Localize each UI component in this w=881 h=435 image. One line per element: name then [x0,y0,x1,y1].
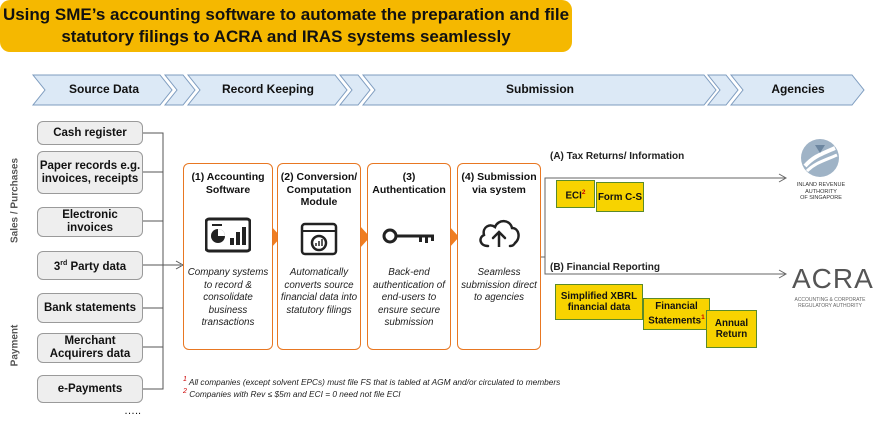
financial-reporting-heading: (B) Financial Reporting [550,262,660,273]
source-third-party: 3rd Party data [37,251,143,280]
financial-statements-box: Financial Statements1 [643,298,710,330]
stage-conversion-module: (2) Conversion/ Computation Module Autom… [277,163,361,350]
chevron-small-2 [338,74,371,106]
chevron-label-submission: Submission [505,82,574,96]
cloud-upload-icon [479,219,520,248]
computation-window-icon [300,222,338,256]
sources-ellipsis: ….. [124,405,142,417]
source-bank-statements: Bank statements [37,293,143,323]
iras-logo-text: INLAND REVENUE AUTHORITY OF SINGAPORE [796,182,846,201]
chevron-small-1 [163,74,196,106]
stage-submission: (4) Submission via system Seamless submi… [457,163,541,350]
chevron-record [186,74,348,106]
annual-return-box: Annual Return [706,310,757,348]
source-paper-records: Paper records e.g. invoices, receipts [37,151,143,194]
chevron-label-source: Source Data [68,82,140,96]
tax-returns-heading: (A) Tax Returns/ Information [550,151,685,162]
side-label-payment: Payment [9,324,21,367]
iras-logo-icon [801,139,839,177]
key-icon [382,228,434,244]
chevron-label-record: Record Keeping [221,82,314,96]
form-cs-box: Form C-S [596,182,644,212]
acra-logo-text: ACCOUNTING & CORPORATE REGULATORY AUTHOR… [794,297,866,309]
xbrl-box: Simplified XBRL financial data [555,284,643,320]
diagram-title: Using SME’s accounting software to autom… [0,0,572,52]
stage-accounting-software: (1) Accounting Software Company systems … [183,163,273,350]
chevron-small-3 [706,74,739,106]
chevron-label-agencies: Agencies [771,82,825,96]
chevron-source [31,74,173,106]
chevron-submission [361,74,717,106]
source-e-payments: e-Payments [37,375,143,403]
eci-box: ECI2 [556,180,595,208]
chevron-agencies [729,74,865,106]
dashboard-icon [205,217,251,253]
source-cash-register: Cash register [37,121,143,145]
source-electronic-invoices: Electronic invoices [37,207,143,237]
acra-logo: ACRA [792,263,874,294]
footnote-1: 1 All companies (except solvent EPCs) mu… [183,376,561,387]
stage-authentication: (3) Authentication Back-end authenticati… [367,163,451,350]
side-label-sales: Sales / Purchases [9,157,21,244]
source-merchant-acquirers: Merchant Acquirers data [37,333,143,363]
footnote-2: 2 Companies with Rev ≤ $5m and ECI = 0 n… [183,388,401,399]
